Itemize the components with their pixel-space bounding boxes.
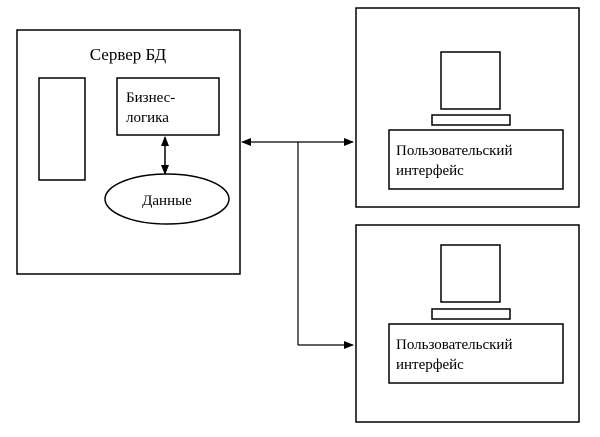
ui-label-line1: Пользовательский [396,337,513,353]
keyboard-icon [431,114,511,126]
client-frame [355,7,580,208]
server-storage-block [38,77,86,181]
ui-label-line2: интерфейс [396,357,464,373]
business-logic-box [116,77,220,136]
server-frame [16,29,241,275]
client-workstation-2: Пользовательский интерфейс [355,224,580,423]
data-ellipse [104,173,230,225]
ui-box [388,129,564,190]
client-workstation-1: Пользовательский интерфейс [355,7,580,208]
db-server: Сервер БД Бизнес- логика Данные [16,29,241,275]
business-logic-line2: логика [126,110,169,126]
keyboard-icon [431,308,511,320]
business-logic-line1: Бизнес- [126,90,175,106]
network-connections [241,138,354,349]
ui-label-line2: интерфейс [396,163,464,179]
client-frame [355,224,580,423]
monitor-icon [440,51,501,110]
ui-box [388,323,564,384]
ui-label-line1: Пользовательский [396,143,513,159]
monitor-icon [440,244,501,303]
server-title: Сервер БД [90,45,167,64]
data-label: Данные [142,193,192,209]
